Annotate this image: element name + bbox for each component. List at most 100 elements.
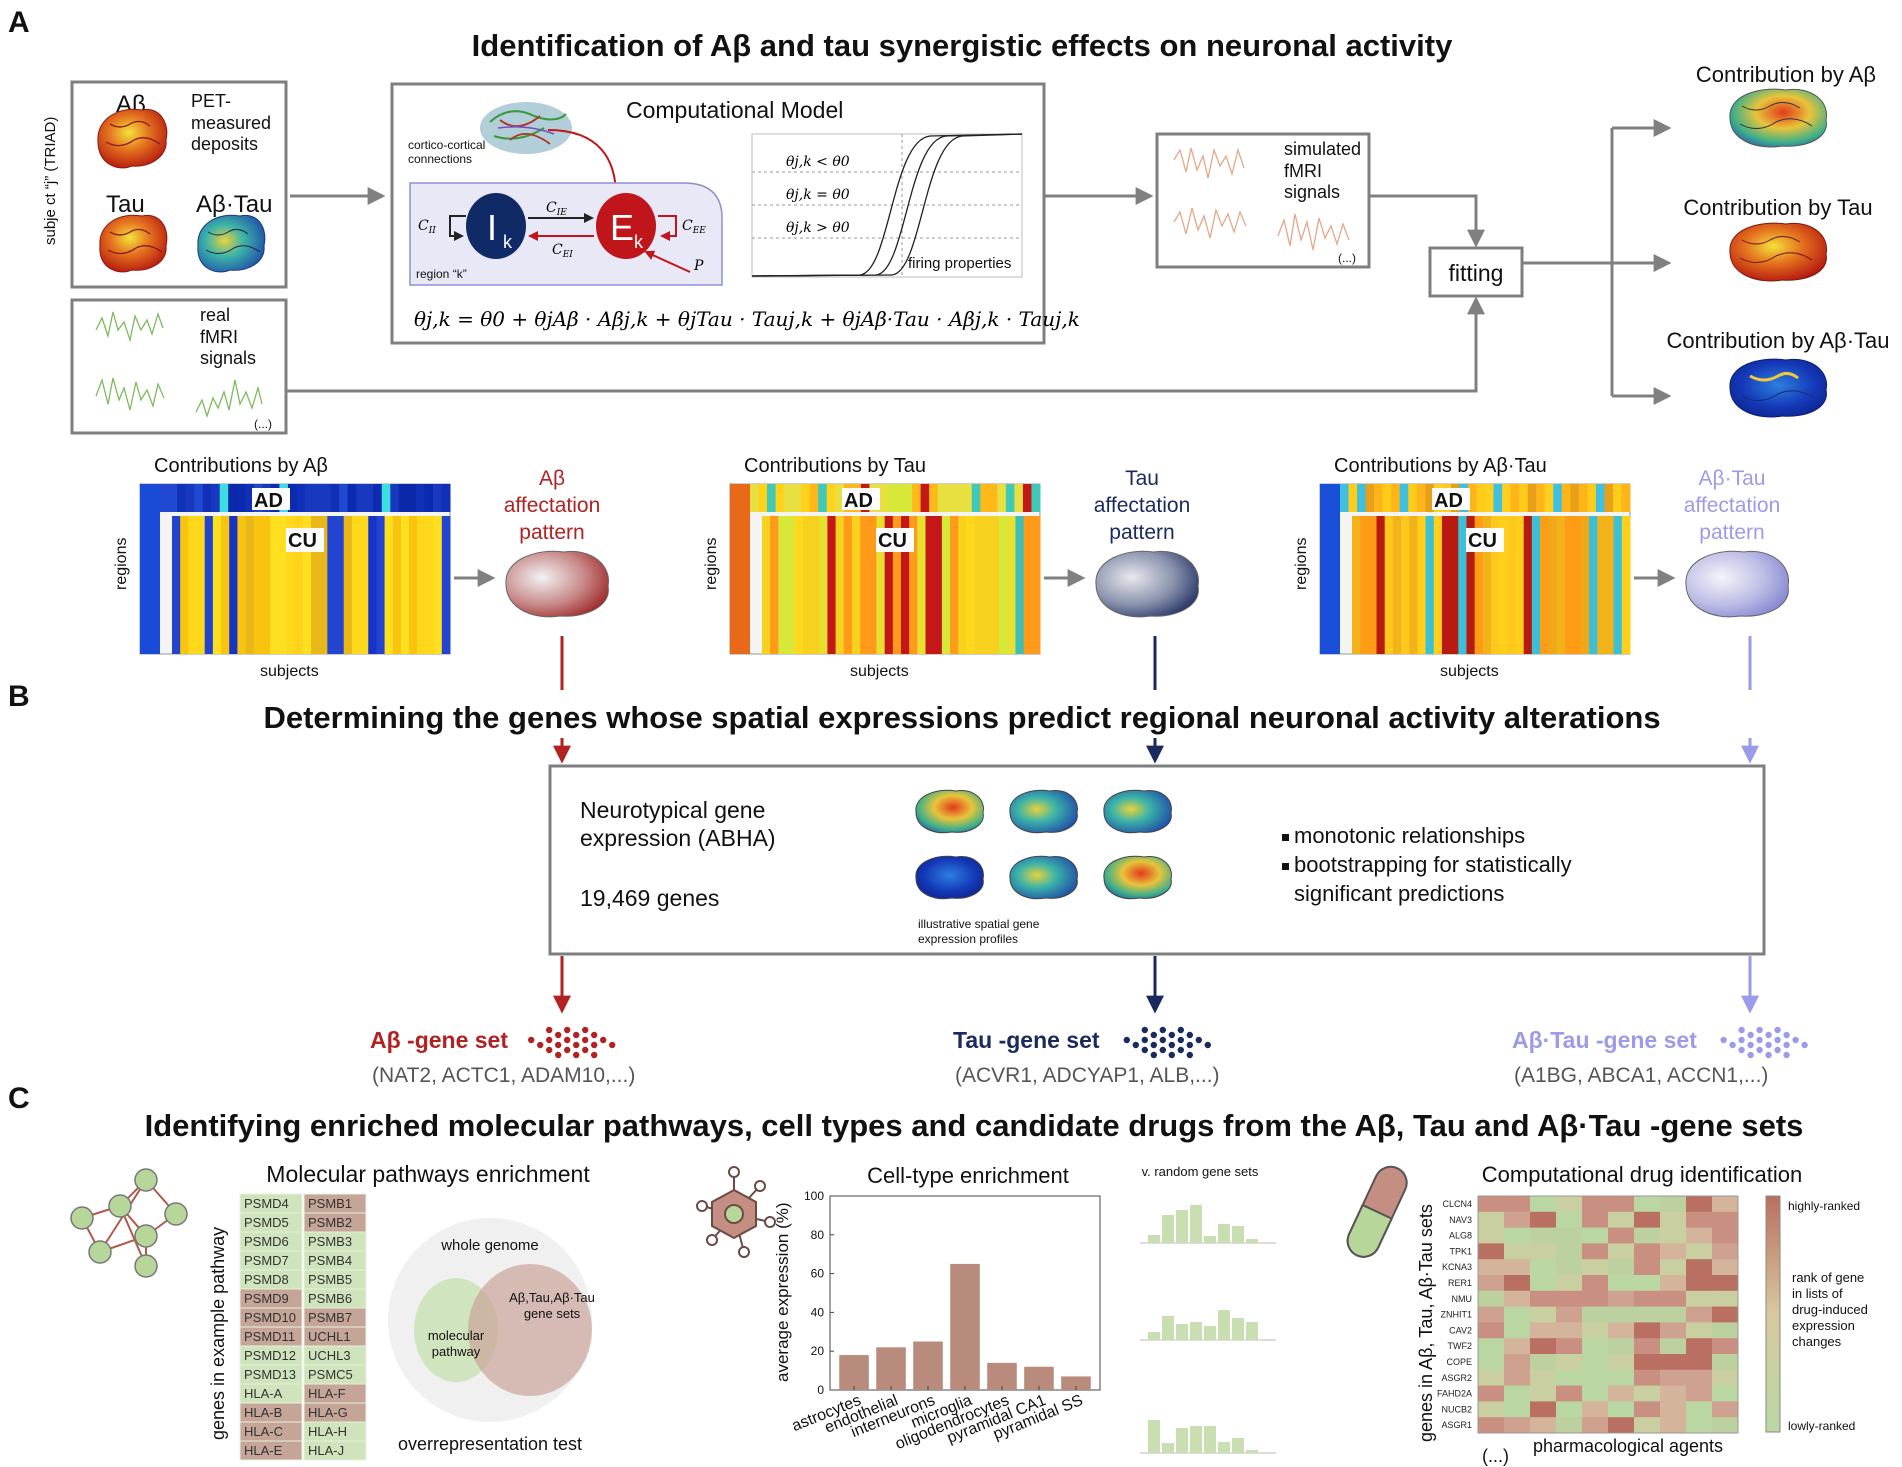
heatmap-ad-cell [1365, 484, 1375, 512]
venn-genesets-circle [468, 1264, 592, 1396]
heatmap-cu-cell [819, 516, 828, 654]
pattern-label-2-1: affectation [1684, 494, 1781, 517]
heatmap-cu-cell [327, 516, 337, 654]
ad-tag-0: AD [254, 490, 283, 512]
heatmap-cu-cell [835, 516, 845, 654]
drug-legend-colorbar [1765, 1195, 1781, 1433]
heatmap-cu-cell [351, 516, 361, 654]
heatmap-cu-cell [1458, 516, 1467, 654]
drug-heatmap-cell [1712, 1354, 1739, 1371]
heatmap-cu-cell [958, 516, 967, 654]
ad-tag-bg-2 [1432, 488, 1470, 510]
drug-heatmap-cell [1608, 1290, 1635, 1308]
geneset-dot [1765, 1051, 1772, 1059]
geneset-dot [546, 1046, 553, 1054]
drug-heatmap-cell [1530, 1369, 1557, 1387]
sigmoid-2 [751, 133, 1023, 277]
cortico-line-1: cortico-cortical [408, 138, 485, 152]
heatmap-ad-cell [202, 484, 212, 512]
geneset-dot [1141, 1026, 1149, 1034]
drug-heatmap-cell [1582, 1196, 1609, 1213]
theta-lt-label: θj,k < θ0 [786, 154, 850, 170]
drug-heatmap-cell [1634, 1385, 1661, 1402]
drug-heatmap-cell [1530, 1322, 1557, 1339]
drug-heatmap-cell [1686, 1338, 1713, 1355]
geneset-dot [1738, 1036, 1745, 1044]
drug-heatmap-cell [1634, 1338, 1661, 1355]
inhibitory-node [466, 193, 526, 259]
drug-heatmap-cell [1608, 1401, 1635, 1418]
geneset-2: Aβ·Tau -gene set(A1BG, ABCA1, ACCN1,...) [1512, 1026, 1808, 1087]
geneset-dot [1141, 1036, 1149, 1044]
drug-heatmap-cell [1504, 1227, 1531, 1244]
pathway-gene-name: HLA-J [308, 1443, 344, 1458]
geneset-dot [582, 1046, 589, 1054]
neurotypical-line-2: expression (ABHA) [580, 825, 776, 851]
drug-heatmap-cell [1504, 1417, 1531, 1434]
excitatory-node-label: E [610, 207, 634, 248]
connectome-brain-icon [480, 102, 572, 154]
drug-heatmap-cell [1504, 1275, 1531, 1292]
panel-c-title: Identifying enriched molecular pathways,… [145, 1108, 1804, 1143]
drug-heatmap-cell [1608, 1211, 1635, 1229]
heatmap-cu-cell [343, 516, 353, 654]
geneset-dot [1186, 1031, 1194, 1039]
heatmap-cu-cell [1352, 516, 1361, 654]
drug-heatmap-cell [1686, 1243, 1713, 1260]
drug-heatmap-cell [1660, 1275, 1687, 1292]
abtau-input-label: Aβ·Tau [196, 191, 273, 218]
heatmap-ad-cell [313, 484, 323, 512]
geneset-dot [1747, 1041, 1754, 1049]
pathway-gene-name: PSMB6 [308, 1291, 352, 1306]
heatmap-cu-cell [1425, 516, 1435, 654]
heatmap-cu-cell [1392, 516, 1402, 654]
heatmap-cu-cell [1556, 516, 1566, 654]
heatmap-subjects-label-2: subjects [1440, 663, 1499, 680]
pathway-gene-name: PSMD8 [244, 1272, 289, 1287]
drug-heatmap-cell [1660, 1322, 1687, 1339]
cee-loop [658, 215, 677, 241]
cie-label: CIE [546, 200, 567, 218]
pathway-gene-name: HLA-G [308, 1405, 348, 1420]
heatmap-cu-cell [245, 516, 255, 654]
drug-gene-label: KCNA3 [1442, 1262, 1472, 1272]
heatmap-ad-cell [809, 484, 819, 512]
geneset-dot [555, 1051, 562, 1059]
geneset-dot [1765, 1041, 1772, 1049]
heatmap-ad-cell [826, 484, 836, 512]
heatmap-ad-cell [1519, 484, 1529, 512]
heatmap-cu-cell [762, 516, 771, 654]
heatmap-ad-cell [1031, 484, 1041, 512]
heatmap-ad-cell [1485, 484, 1495, 512]
random-bars-1 [1140, 1205, 1276, 1244]
heatmap-cu-cell [335, 516, 345, 654]
heatmap-ad-cell [1570, 484, 1580, 512]
geneset-dot [600, 1036, 607, 1044]
contribution-ab-title: Contribution by Aβ [1696, 62, 1876, 87]
drug-heatmap-cell [1556, 1227, 1583, 1244]
heatmap-cu-cell [868, 516, 877, 654]
drug-heatmap-cell [1582, 1227, 1609, 1244]
drug-heatmap-cell [1686, 1196, 1713, 1213]
contribution-abtau-title: Contribution by Aβ·Tau [1667, 328, 1890, 353]
heatmap-ad-cell [424, 484, 434, 512]
drug-heatmap-cell [1660, 1243, 1687, 1260]
heatmap-group-2: Contributions by Aβ·TauADCUregionssubjec… [1293, 455, 1789, 680]
pathway-gene-name: PSMB4 [308, 1253, 352, 1268]
legend-mid-2: in lists of [1792, 1286, 1843, 1301]
heatmap-ad-cell [287, 484, 297, 512]
heatmap-regions-label-1: regions [703, 538, 720, 590]
geneset-dot [1186, 1051, 1194, 1059]
heatmap-ad-cell [1527, 484, 1537, 512]
heatmap-ad-cell [398, 484, 408, 512]
drug-heatmap-cell [1712, 1322, 1739, 1339]
heatmap-ad-cell [1425, 484, 1435, 512]
heatmap-group-0: Contributions by AβADCUregionssubjectsAβ… [113, 455, 609, 680]
drug-heatmap-cell [1582, 1275, 1609, 1292]
cell-icon [696, 1166, 776, 1258]
drug-heatmap-cell [1478, 1259, 1505, 1276]
ad-tag-2: AD [1434, 490, 1463, 512]
sim-fmri-signal-2 [1173, 207, 1247, 239]
bullet-1 [1282, 834, 1289, 841]
heatmap-ad-cell [886, 484, 896, 512]
